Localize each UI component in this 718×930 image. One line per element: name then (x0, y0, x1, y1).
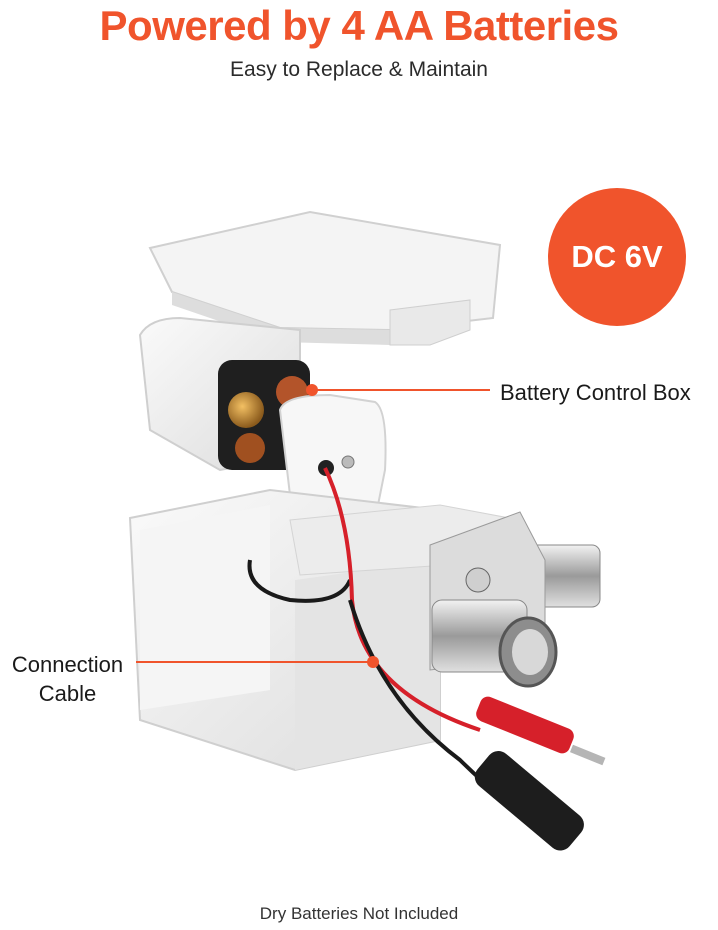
connection-cable-label-line2: Cable (38, 681, 97, 706)
connection-cable (323, 467, 606, 851)
callout-dot-battery (306, 384, 318, 396)
footer-note: Dry Batteries Not Included (259, 904, 459, 923)
connection-cable-label-line1: Connection (11, 652, 124, 677)
battery-control-box (138, 316, 387, 517)
voltage-badge: DC 6V (548, 188, 686, 326)
battery-icon (228, 392, 264, 428)
battery-cover-lid (148, 210, 502, 346)
connection-cable-label: Connection Cable (0, 650, 135, 708)
battery-icon (235, 433, 265, 463)
page-title: Powered by 4 AA Batteries (99, 2, 619, 49)
battery-control-box-label: Battery Control Box (500, 380, 691, 405)
callout-dot-cable (367, 656, 379, 668)
solenoid-valve-fitting (429, 511, 601, 688)
page-subtitle: Easy to Replace & Maintain (230, 58, 488, 81)
